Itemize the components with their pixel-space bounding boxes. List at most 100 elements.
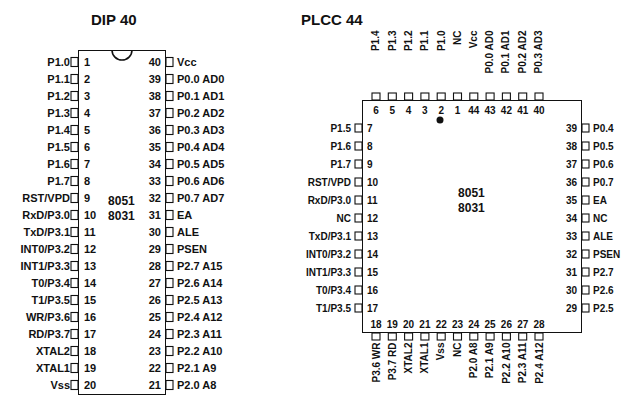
pin-stub (355, 304, 362, 312)
pin-name: Vss (50, 379, 70, 391)
pin-number: 1 (455, 105, 461, 116)
pin-number: 22 (149, 362, 161, 374)
pin-number: 13 (84, 260, 96, 272)
pin-number: 20 (84, 379, 96, 391)
pin-name: P2.2 A10 (177, 345, 222, 357)
pin-stub (71, 381, 78, 390)
pin-number: 39 (566, 123, 577, 134)
pin-stub (71, 194, 78, 203)
pin-name: P0.1 AD1 (177, 90, 224, 102)
pin-stub (454, 93, 462, 100)
pin-stub (355, 286, 362, 294)
pin-name: P1.5 (330, 123, 351, 134)
pin-number: 2 (84, 73, 90, 85)
pin-name: INT0/P3.2 (306, 249, 351, 260)
pin-number: 11 (367, 195, 378, 206)
pin-number: 38 (566, 141, 577, 152)
pin-name: P1.1 (47, 73, 70, 85)
chip-name: 8051 8031 (458, 186, 485, 216)
pin-name: NC (337, 213, 351, 224)
pin-number: 37 (149, 107, 161, 119)
pin-number: 25 (149, 311, 161, 323)
pin-number: 33 (149, 175, 161, 187)
pin-name: P0.0 AD0 (485, 30, 496, 73)
pin-name: P1.6 (47, 158, 70, 170)
pin-stub (582, 214, 589, 222)
pin-name: ALE (177, 226, 199, 238)
pin-name: P1.2 (403, 30, 414, 51)
pin-name: T0/P3.4 (316, 285, 351, 296)
pin-name: P0.5 AD5 (177, 158, 224, 170)
pin-stub (71, 296, 78, 305)
pin-name: INT1/P3.3 (20, 260, 70, 272)
pin-name: INT0/P3.2 (20, 243, 70, 255)
pin-number: 17 (367, 303, 378, 314)
pin-name: RST/VPD (308, 177, 351, 188)
pin-number: 4 (406, 105, 412, 116)
pin-name: WR/P3.6 (26, 311, 70, 323)
pin-name: P2.3 A11 (517, 342, 528, 383)
pin-name: EA (177, 209, 192, 221)
pin-name: P1.7 (330, 159, 351, 170)
pin-stub (71, 228, 78, 237)
pin-number: 14 (367, 249, 378, 260)
pin-stub (71, 177, 78, 186)
pin-number: 3 (84, 90, 90, 102)
pin-stub (71, 279, 78, 288)
pin-number: 28 (149, 260, 161, 272)
pin-stub (582, 304, 589, 312)
pin-name: P1.4 (47, 124, 70, 136)
pin-stub (71, 262, 78, 271)
pin-stub (166, 364, 173, 373)
pin-name: Vss (436, 342, 447, 360)
pin-number: 43 (485, 105, 496, 116)
pin-stub (502, 333, 510, 340)
pin-stub (166, 177, 173, 186)
pin-number: 6 (84, 141, 90, 153)
pin-number: 22 (436, 319, 447, 330)
pin-number: 29 (566, 303, 577, 314)
pin-number: 24 (149, 328, 161, 340)
pin-number: 3 (422, 105, 428, 116)
pin-number: 19 (84, 362, 96, 374)
pin-number: 15 (367, 267, 378, 278)
pin-number: 30 (566, 285, 577, 296)
package-title: PLCC 44 (301, 11, 363, 28)
pin-stub (355, 142, 362, 150)
pin-number: 24 (468, 319, 479, 330)
pin-stub (582, 160, 589, 168)
pin-name: P1.7 (47, 175, 70, 187)
pin-stub (355, 232, 362, 240)
pin-stub (582, 268, 589, 276)
pin-name: P3.6 WR (371, 342, 382, 382)
pin-number: 21 (149, 379, 161, 391)
pin-stub (71, 211, 78, 220)
pin-name: P1.0 (436, 30, 447, 51)
pin-number: 36 (566, 177, 577, 188)
pin-number: 20 (403, 319, 414, 330)
pin-stub (421, 333, 429, 340)
pin-number: 42 (501, 105, 512, 116)
pin-name: P0.7 (593, 177, 614, 188)
pin-stub (388, 93, 396, 100)
pin-stub (166, 211, 173, 220)
pin-stub (71, 126, 78, 135)
pin-stub (535, 93, 543, 100)
pin-stub (166, 381, 173, 390)
pin-number: 9 (84, 192, 90, 204)
pin-number: 6 (373, 105, 379, 116)
pin-name: XTAL2 (403, 342, 414, 373)
pin-stub (519, 93, 527, 100)
pin-name: P2.1 A9 (485, 342, 496, 378)
pin-number: 26 (501, 319, 512, 330)
pin-number: 21 (419, 319, 430, 330)
pin-stub (166, 194, 173, 203)
pin-number: 4 (84, 107, 90, 119)
pin-stub (71, 330, 78, 339)
package-title: DIP 40 (91, 11, 137, 28)
pin-number: 12 (84, 243, 96, 255)
pin-name: XTAL1 (419, 342, 430, 373)
pin-name: NC (593, 213, 607, 224)
pin-name: P1.2 (47, 90, 70, 102)
pin-number: 31 (149, 209, 161, 221)
